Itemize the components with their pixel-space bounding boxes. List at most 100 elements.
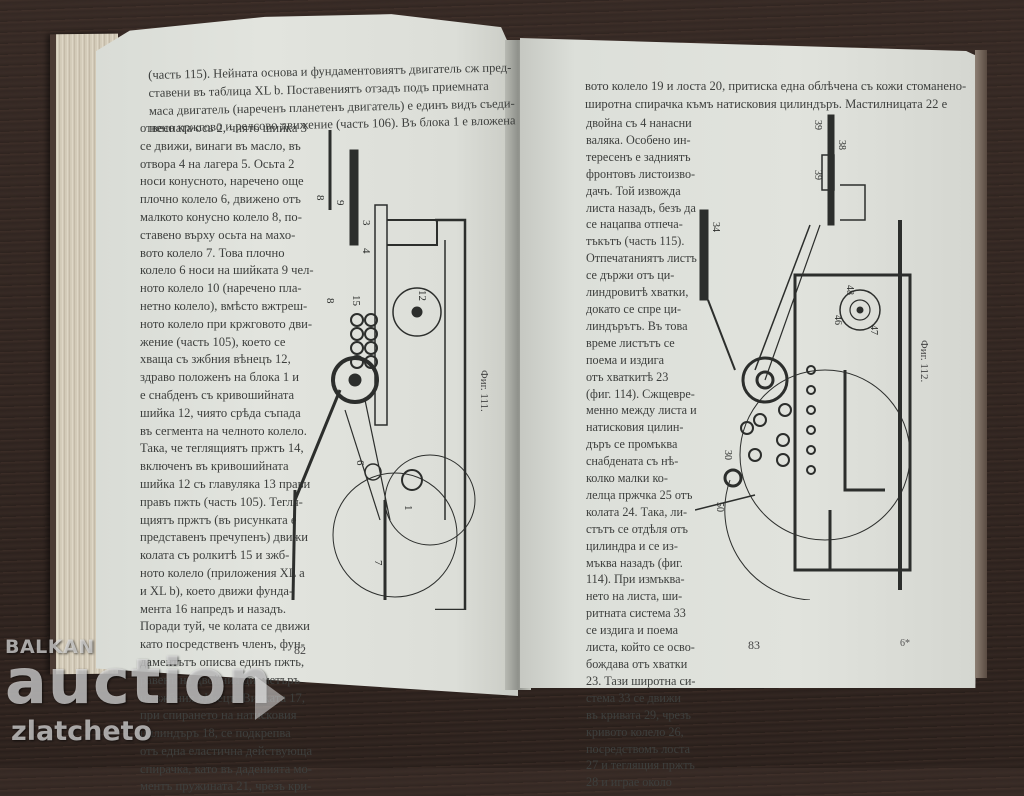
text-line: валяка. Особено ин-	[586, 132, 691, 147]
text-line: вото колело 19 и лоста 20, притиска една…	[585, 79, 967, 93]
left-page	[96, 14, 518, 696]
text-line: цилиндра и се из-	[586, 538, 678, 553]
text-line: малкото конусно колело 8, по-	[140, 209, 302, 224]
text-line: колело 6 носи на шийката 9 чел-	[140, 263, 314, 278]
svg-text:7: 7	[372, 560, 384, 566]
svg-text:1: 1	[402, 505, 414, 511]
text-line: носи конусното, наречено още	[140, 174, 304, 189]
text-line: листа назадъ, безъ да	[586, 200, 696, 215]
svg-text:39: 39	[812, 170, 823, 180]
svg-text:34: 34	[710, 222, 721, 232]
text-line: вото колело 7. Това плочно	[140, 245, 285, 260]
svg-text:4: 4	[360, 248, 372, 254]
figure-112-press-diagram: 39 38 39 34 48 46 47 30 50	[695, 114, 912, 600]
text-line: 28 и играе около	[586, 775, 672, 790]
text-line: линдърътъ. Въ това	[586, 318, 688, 333]
text-line: ставено върху осьта на махо-	[140, 227, 296, 242]
text-line: менно между листа и	[586, 403, 697, 418]
text-line: колата съ ролкитѣ 15 и зжб-	[140, 548, 290, 563]
text-line: представенъ пречупенъ) движи	[140, 530, 308, 545]
text-line: (фиг. 114). Сжщевре-	[586, 386, 695, 401]
svg-text:38: 38	[836, 140, 847, 150]
text-line: колата 24. Така, ли-	[586, 504, 688, 519]
text-line: като посредственъ членъ, фун-	[140, 637, 305, 652]
text-line: Така, че теглящиятъ пржтъ 14,	[140, 441, 304, 456]
text-line: плочно колело 6, движено отъ	[140, 192, 301, 207]
text-line: ритната система 33	[586, 606, 686, 621]
text-line: посредствомъ лоста	[586, 741, 690, 756]
text-line: 23. Тази широтна си-	[586, 673, 696, 688]
text-line: поема и издига	[586, 352, 665, 367]
text-line: се движи, винаги въ масло, въ	[140, 138, 301, 153]
text-line: двойна съ 4 нанасни	[586, 116, 692, 130]
svg-text:46: 46	[832, 315, 843, 325]
text-line: тъкътъ (часть 115).	[586, 234, 685, 249]
text-line: мъква назадъ (фиг.	[586, 555, 683, 570]
text-line: стема 33 се движи	[586, 690, 681, 705]
figure-111-caption: Фиг. 111.	[478, 370, 490, 412]
text-line: въ кривата 29, чрезъ	[586, 707, 691, 722]
right-page-edge	[975, 50, 987, 678]
right-page-column-text: двойна съ 4 нанасни валяка. Особено ин-те…	[586, 115, 697, 791]
figure-111-press-diagram: 8 9 3 4 15 8 12 6 7 1	[291, 130, 476, 610]
text-line: жение (часть 105), което се	[140, 334, 286, 349]
text-line: отвесната ось 2, чиято шийка 3	[140, 121, 307, 135]
svg-text:3: 3	[360, 220, 372, 226]
text-line: отъ една еластична действующа	[140, 743, 313, 758]
play-triangle-icon	[255, 676, 285, 720]
text-line: Поради туй, че колата се движи	[140, 619, 310, 634]
text-line: ното колело при кржговото дви-	[140, 316, 313, 331]
text-line: спирачка, като въ даденията мо-	[140, 761, 312, 776]
text-line: бождава отъ хватки	[586, 657, 688, 671]
text-line: фронтовъ листоизво-	[586, 166, 696, 181]
text-line: широтна спирачка къмъ натисковия цилиндъ…	[585, 96, 948, 111]
text-line: Отпечатаниятъ листъ	[586, 251, 697, 266]
text-line: тересенъ е задниятъ	[586, 149, 691, 164]
watermark-site: zlatcheto	[11, 716, 153, 747]
text-line: нето на листа, ши-	[586, 589, 683, 604]
text-line: листа, който се осво-	[586, 640, 695, 655]
text-line: хваща съ зжбния вѣнецъ 12,	[140, 352, 291, 367]
text-line: отвора 4 на лагера 5. Осьта 2	[140, 156, 295, 171]
watermark-auction: auction	[5, 645, 273, 718]
text-line: дъръ се промъква	[586, 437, 678, 452]
svg-text:48: 48	[844, 285, 855, 295]
text-line: правъ пжть (часть 105). Тегля-	[140, 494, 303, 509]
left-page-column-text: отвесната ось 2, чиято шийка 3 се движи, …	[140, 120, 314, 796]
watermark-logo: BALKAN auction zlatcheto	[5, 636, 285, 747]
text-line: дачъ. Той извожда	[586, 183, 681, 198]
text-line: се държи отъ ци-	[586, 268, 675, 283]
text-line: стътъ се отдѣля отъ	[586, 521, 688, 536]
book-photo: (часть 115). Нейната основа и фундаменто…	[5, 14, 987, 793]
svg-text:15: 15	[350, 295, 362, 307]
text-line: здраво положенъ на блока 1 и	[140, 370, 300, 385]
text-line: шийка 12, чиято срѣда съпада	[140, 405, 301, 420]
text-line: ментъ пружината 21, чрезъ кри-	[140, 779, 312, 794]
text-line: натисковия цилин-	[586, 420, 684, 435]
text-line: време листътъ се	[586, 335, 675, 350]
text-line: колко малки ко-	[586, 471, 668, 486]
svg-text:47: 47	[868, 325, 879, 335]
text-line: нетно колело), вмѣсто вжтреш-	[140, 298, 308, 313]
text-line: линдровитѣ хватки,	[586, 285, 689, 300]
page-number-right: 83	[748, 638, 760, 652]
text-line: и XL b), което движи фунда-	[140, 583, 294, 598]
text-line: даментътъ описва единъ пжть,	[140, 654, 305, 669]
svg-text:8: 8	[324, 298, 336, 304]
svg-text:9: 9	[334, 200, 346, 206]
text-line: 27 и теглящия пржтъ	[586, 758, 695, 773]
text-line: е снабденъ съ кривошийната	[140, 387, 295, 402]
text-line: мента 16 напредъ и назадъ.	[140, 601, 286, 616]
svg-text:6: 6	[354, 460, 366, 466]
watermark-brand: BALKAN	[5, 636, 95, 658]
page-number-left: 82	[294, 643, 306, 657]
text-line: лелца пржчка 25 отъ	[586, 487, 693, 502]
svg-text:39: 39	[812, 120, 823, 130]
text-line: въ сегмента на челното колело.	[140, 423, 307, 438]
right-page-full-width-text: вото колело 19 и лоста 20, притиска една…	[585, 78, 967, 114]
text-line: шийка 12 съ главуляка 13 прави	[140, 476, 311, 491]
signature-mark: 6*	[900, 638, 910, 649]
svg-text:50: 50	[714, 502, 725, 512]
text-line: снабдената съ нѣ-	[586, 454, 679, 469]
text-line: ното колело 10 (наречено пла-	[140, 281, 302, 296]
